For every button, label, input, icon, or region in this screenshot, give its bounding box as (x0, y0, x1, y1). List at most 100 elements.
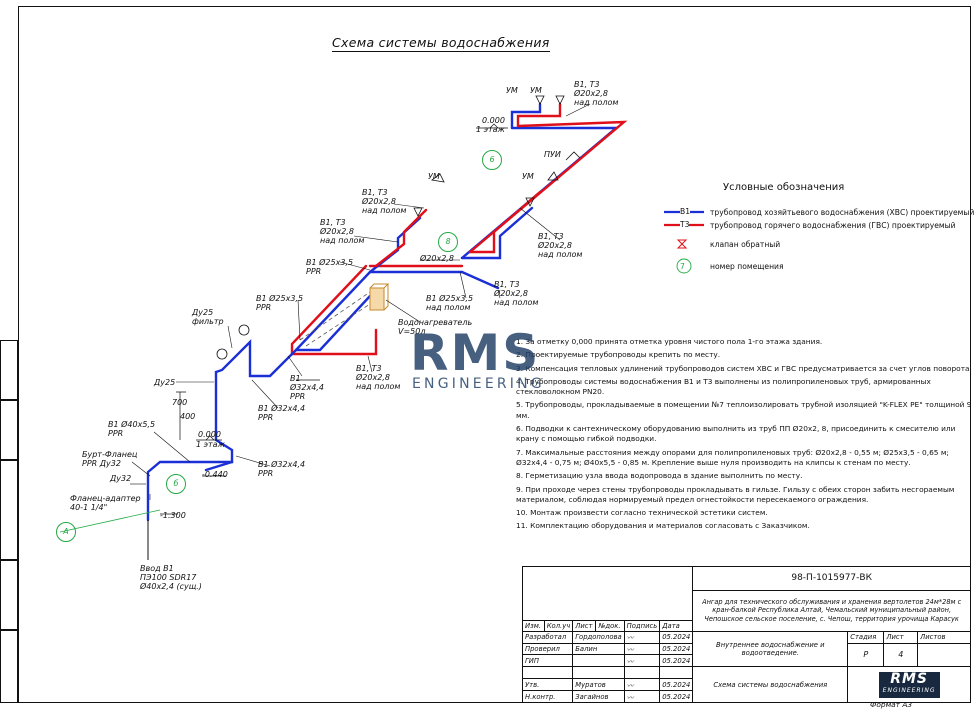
legend-code: В1 (680, 207, 691, 216)
gauge-icon (238, 324, 250, 336)
date-cell: 05.2024 (659, 690, 694, 703)
pipe-cold (204, 460, 234, 472)
pipe-cold (510, 102, 542, 130)
header-cell: Дата (659, 619, 694, 632)
signature-cell: 〰 (623, 678, 661, 692)
sheets-value (917, 642, 971, 668)
legend-text: трубопровод хозяйтьевого водоснабжения (… (710, 208, 975, 217)
signature-cell: 〰 (623, 690, 661, 703)
legend-text: номер помещения (710, 262, 784, 271)
side-stamp-box (0, 400, 18, 460)
watermark-logo: RMS ENGINEERING (410, 324, 545, 392)
name-cell: Загайнов (572, 690, 625, 703)
gauge-icon (216, 348, 228, 360)
note-item: 3. Компенсация тепловых удлинений трубоп… (516, 363, 972, 373)
sheets-header: Листов (917, 630, 971, 644)
name-cell: Балин (572, 642, 625, 656)
name-cell: Муратов (572, 678, 625, 692)
name-cell (572, 654, 625, 668)
signature-cell: 〰 (623, 654, 661, 668)
level-mark: 0.000 (198, 430, 221, 439)
side-stamp-box (0, 340, 18, 400)
section-name: Внутреннее водоснабжение и водоотведение… (692, 630, 849, 668)
side-stamp-box (0, 560, 18, 630)
legend-text: клапан обратный (710, 240, 781, 249)
level-mark: 0.000 (482, 116, 505, 125)
tap-icon (555, 95, 565, 105)
role-cell: Утв. (521, 678, 574, 692)
note-item: 1. За отметку 0,000 принята отметка уров… (516, 337, 823, 346)
header-cell: Изм. (522, 619, 545, 632)
tap-icon (547, 171, 559, 181)
axis-marker-a: А (56, 522, 76, 542)
note-item: 6. Подводки к сантехническому оборудован… (516, 424, 956, 444)
legend-code: Т3 (680, 220, 690, 229)
sheet-value: 4 (883, 642, 919, 668)
note-item: 4. Трубопроводы системы водоснабжения В1… (516, 376, 931, 397)
dimension: 400 (180, 412, 196, 421)
room-number-8: 8 (438, 232, 458, 252)
label-du25: Ду25 (154, 378, 176, 387)
level-mark: -0.440 (202, 470, 228, 479)
stage-header: Стадия (847, 630, 885, 644)
header-cell: Подпись (623, 619, 661, 632)
role-cell: Н.контр. (521, 690, 574, 703)
label-du32: Ду32 (110, 474, 132, 483)
stage-value: Р (847, 642, 885, 668)
side-stamp-box (0, 460, 18, 560)
pipe-cold (460, 270, 500, 290)
pipe-cold (460, 206, 534, 260)
room-number-6: 6 (482, 150, 502, 170)
pipe-cold (146, 339, 298, 522)
note-item: 11. Комплектацию оборудования и материал… (516, 521, 810, 531)
note-item: 9. При проходе через стены трубопроводы … (516, 484, 955, 504)
header-cell: №док. (595, 619, 625, 632)
label-um: УМ (428, 172, 440, 181)
floor-label: 1 этаж (196, 440, 225, 449)
sheet-format: Формат А3 (870, 700, 913, 709)
project-name: Ангар для технического обслуживания и хр… (692, 589, 971, 632)
header-cell: Кол.уч (543, 619, 574, 632)
pipe-hot (374, 208, 428, 268)
date-cell: 05.2024 (659, 630, 694, 644)
note-item: 7. Максимальные расстояния между опорами… (516, 447, 949, 467)
drawing-frame (18, 6, 971, 703)
sheet-header: Лист (883, 630, 919, 644)
legend-code: 7 (680, 262, 685, 271)
side-stamp-box (0, 630, 18, 703)
tap-icon (565, 151, 581, 161)
legend-title: Условные обозначения (723, 182, 845, 193)
date-cell: 05.2024 (659, 642, 694, 656)
label-um: УМ (506, 86, 518, 95)
pipe-hot (516, 102, 562, 128)
label-um: УМ (530, 86, 542, 95)
name-cell: Гордополова (572, 630, 625, 644)
role-cell: Проверил (521, 642, 574, 656)
room-number-b: б (166, 474, 186, 494)
signature-cell: 〰 (623, 630, 661, 644)
pipe-hot (468, 190, 542, 254)
general-notes: 1. За отметку 0,000 принята отметка уров… (516, 337, 972, 535)
tap-icon (535, 95, 545, 105)
signature-cell: 〰 (623, 642, 661, 656)
date-cell: 05.2024 (659, 654, 694, 668)
note-item: 2. Проектируемые трубопроводы крепить по… (516, 350, 721, 360)
label-pui: ПУИ (544, 150, 561, 159)
label-pipe: Ø20х2,8 (420, 254, 454, 263)
note-item: 10. Монтаж произвести согласно техническ… (516, 508, 768, 518)
